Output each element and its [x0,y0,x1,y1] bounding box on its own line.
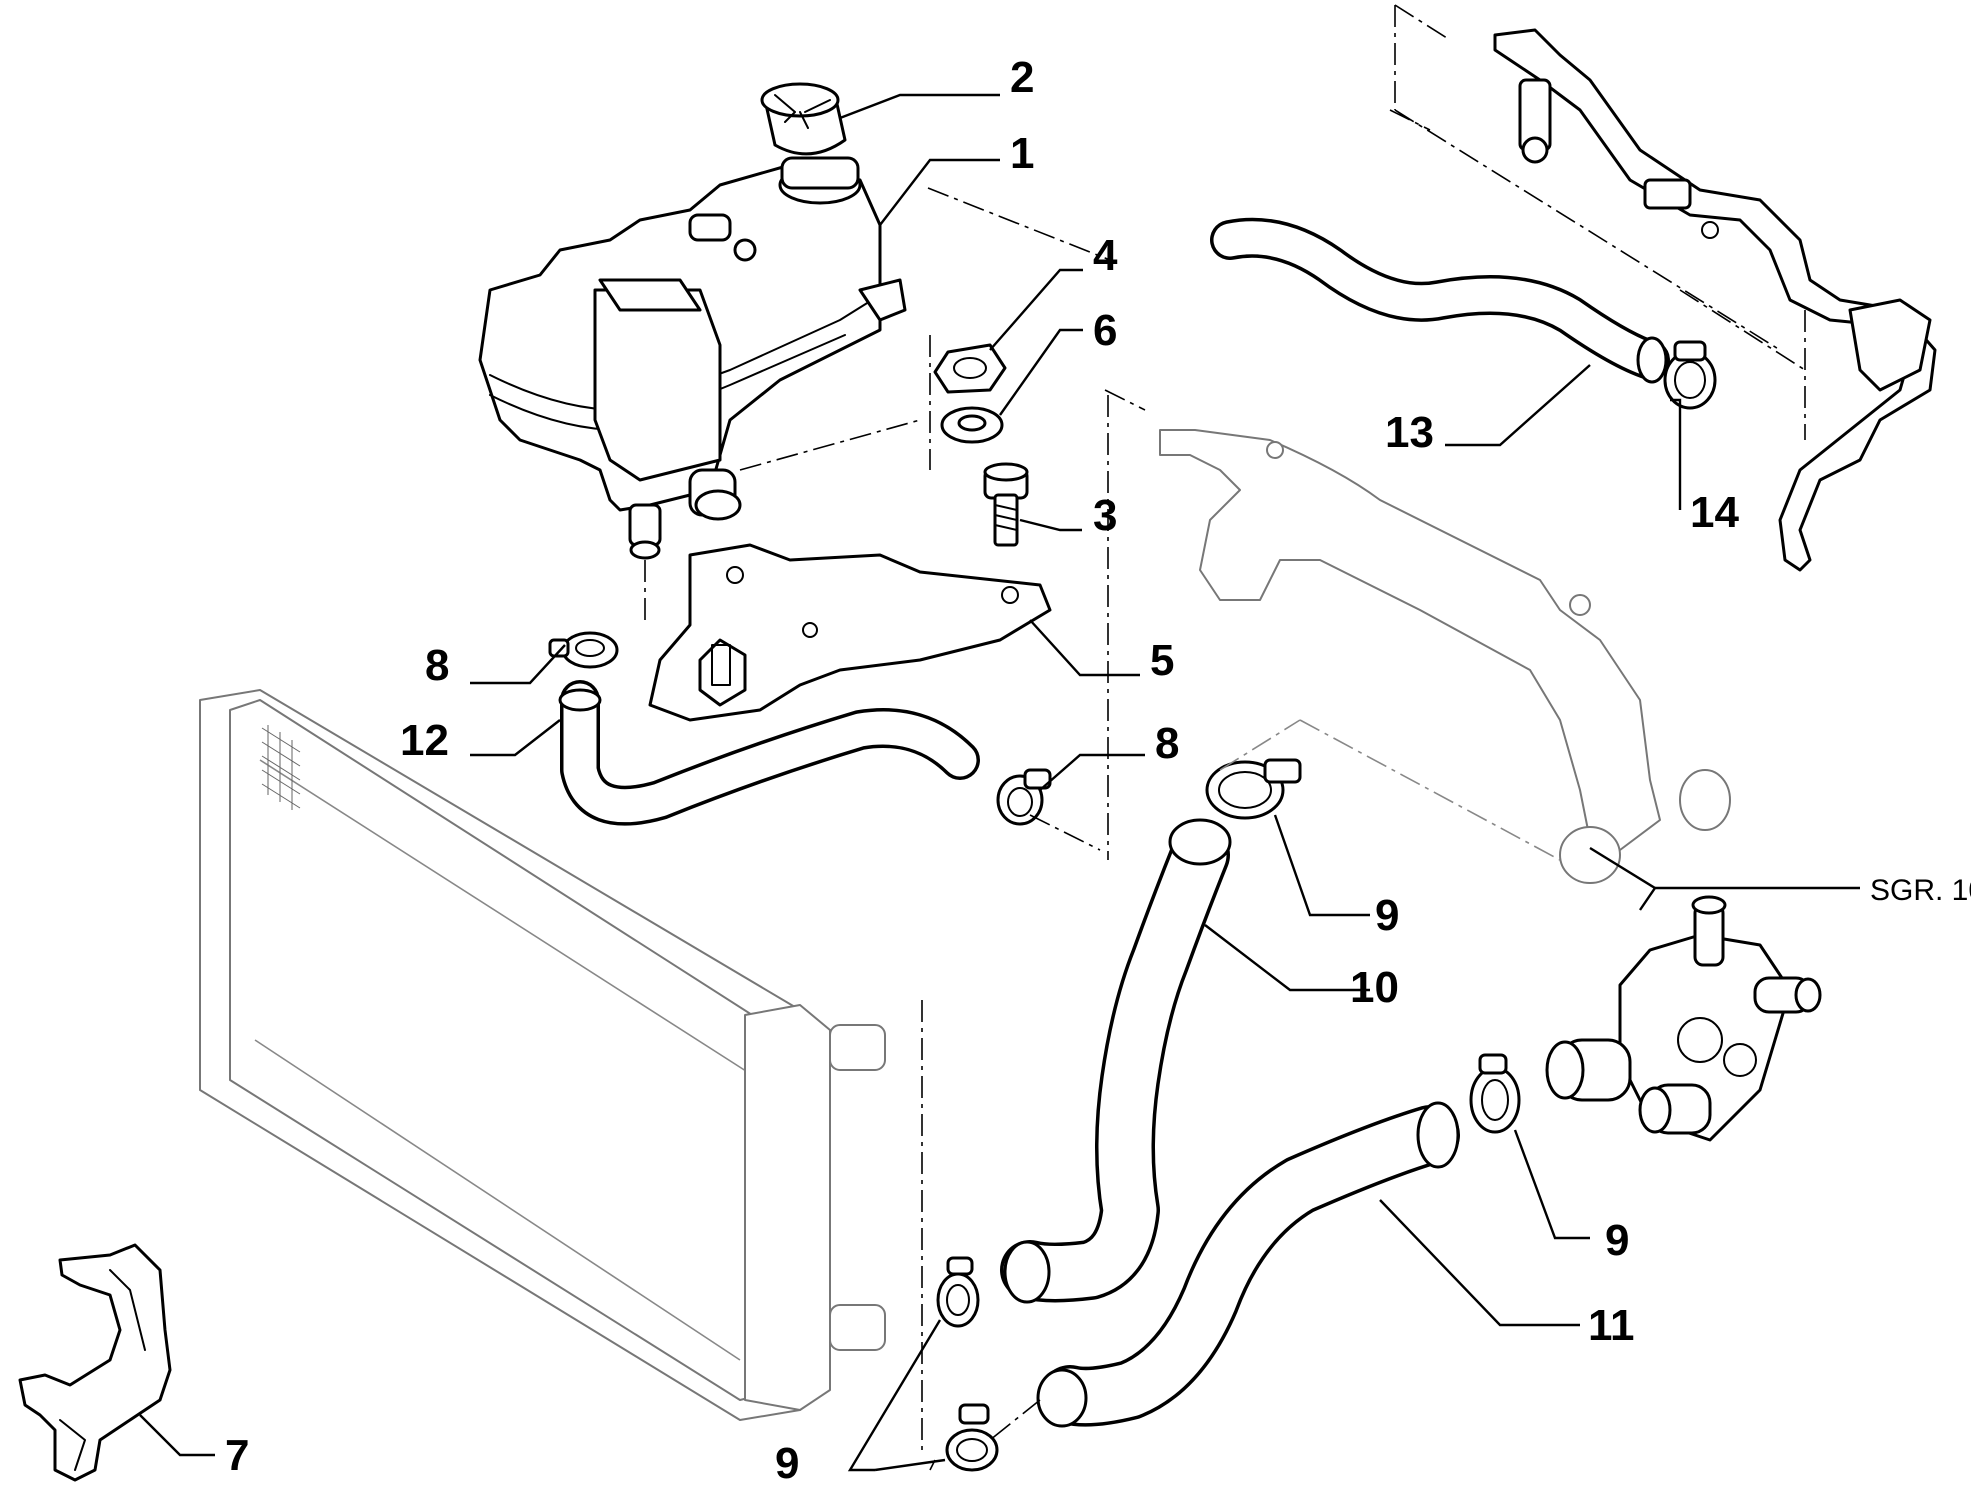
hose-support-clip [18,1243,172,1482]
callout-3: 3 [1093,491,1117,540]
assembly-line [927,187,1111,261]
washer [940,406,1004,444]
callout-7: 7 [225,1431,249,1480]
hose-12 [558,680,980,826]
callout-9-top: 9 [1375,891,1399,940]
leader-lines [139,93,1860,1472]
clamp-8-lower [996,768,1052,826]
assembly-line [1219,719,1561,861]
callout-14: 14 [1690,488,1739,537]
tank-cap [760,82,847,156]
radiator [199,689,886,1421]
callout-9-bottom: 9 [775,1439,799,1488]
hose-10 [1000,818,1232,1304]
callout-8-upper: 8 [425,641,449,690]
hose-13 [1210,217,1670,384]
callout-6: 6 [1093,306,1117,355]
clamp-9-top [1205,758,1302,820]
mounting-bracket [648,543,1052,722]
callout-8-lower: 8 [1155,719,1179,768]
clamp-9-radiator-bottom [945,1403,999,1472]
thermostat-housing [1545,895,1822,1142]
assembly-line [1104,389,1146,411]
callout-2: 2 [1010,53,1034,102]
coolant-pipe [1159,429,1731,884]
expansion-tank [478,156,907,560]
bolt [983,462,1029,547]
callout-11: 11 [1588,1301,1635,1350]
clamp-9-radiator-top [936,1256,980,1328]
assembly-line [739,335,931,471]
callout-5: 5 [1150,636,1174,685]
bleed-pipe-group-outline [1389,4,1806,440]
clamp-14 [1663,340,1717,410]
reference-code: SGR. 10402 [1870,874,1971,907]
callout-12: 12 [400,716,449,765]
callout-10: 10 [1350,963,1399,1012]
hose-11 [1036,1101,1460,1428]
bleed-pipe [1493,28,1937,572]
clamp-9-right [1469,1053,1521,1134]
clamp-8-upper [548,631,619,669]
radiator-core-hatch [261,725,301,810]
callout-1: 1 [1010,129,1034,178]
callout-9-right: 9 [1605,1216,1629,1265]
callout-4: 4 [1093,231,1118,280]
callout-13: 13 [1385,408,1434,457]
assembly-line [1029,814,1101,851]
nut [933,343,1007,394]
